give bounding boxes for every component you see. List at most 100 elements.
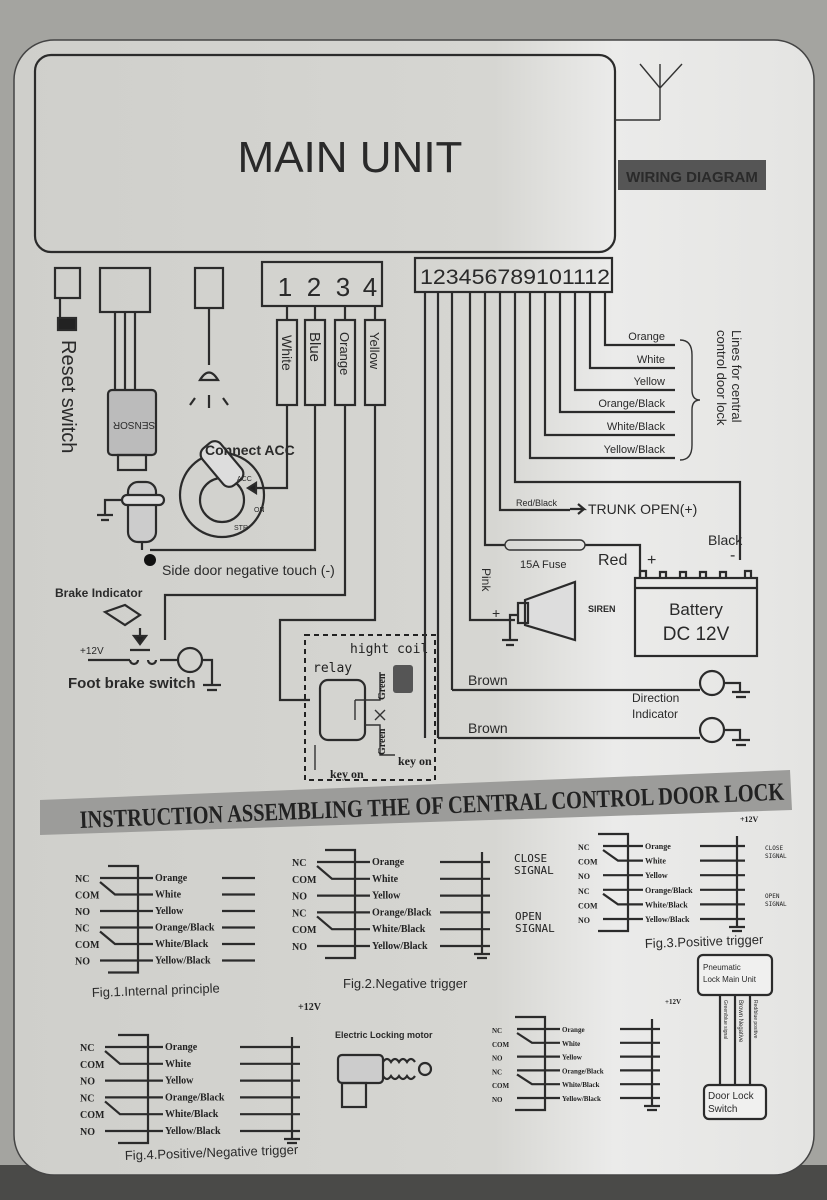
fig1-wire-label: Orange/Black bbox=[155, 923, 215, 934]
instruction-banner bbox=[40, 770, 792, 835]
fig5-contact-label: NC bbox=[492, 1068, 502, 1076]
direction-indicator-1: Direction bbox=[632, 691, 679, 705]
pin-2: 2 bbox=[307, 272, 321, 302]
fig3-wire-label: Yellow/Black bbox=[645, 915, 690, 924]
battery-icon bbox=[633, 569, 759, 658]
pn-wire-3: Red/blue positive bbox=[752, 1000, 758, 1039]
trunk-open-label: TRUNK OPEN(+) bbox=[588, 501, 697, 517]
trunk-wire-label: Red/Black bbox=[516, 498, 558, 508]
dome-light-icon bbox=[189, 266, 229, 408]
fig2-wire-label: Orange bbox=[372, 857, 405, 868]
fig5-contact-label: COM bbox=[492, 1082, 510, 1090]
brace-icon bbox=[679, 339, 701, 461]
red-wire-label: Red bbox=[598, 552, 627, 569]
fig1-contact-label: NC bbox=[75, 874, 89, 885]
lines-central-label-2: control door lock bbox=[714, 330, 729, 426]
antenna-icon bbox=[615, 63, 683, 121]
fig4-contact-label: COM bbox=[80, 1110, 105, 1121]
wire-label-white: White bbox=[279, 335, 295, 371]
key-on-label-1: key on bbox=[398, 754, 432, 768]
connector-4pin-wires bbox=[150, 306, 387, 702]
fig4-wire-label: White/Black bbox=[165, 1109, 219, 1120]
connector-12pin-numbers: 123456789101112 bbox=[420, 266, 610, 289]
door-lock-wire-white-black: White/Black bbox=[607, 421, 666, 433]
relay-box bbox=[304, 634, 436, 781]
connector-4pin: 1 2 3 4 bbox=[260, 260, 384, 308]
acc-label: ACC bbox=[237, 476, 252, 483]
fig2-wire-label: Yellow bbox=[372, 891, 401, 902]
siren-icon bbox=[502, 580, 577, 647]
wiring-diagram-banner bbox=[618, 160, 766, 190]
fig5-wire-label: Yellow/Black bbox=[562, 1095, 601, 1103]
fig5-contact-label: COM bbox=[492, 1041, 510, 1049]
black-wire-label: Black bbox=[708, 532, 743, 548]
fig3-contact-label: NC bbox=[578, 887, 590, 896]
fig2-wire-label: Yellow/Black bbox=[372, 941, 428, 952]
fig2-close-signal-1: CLOSE bbox=[514, 852, 547, 865]
fig3-close-signal-1: CLOSE bbox=[765, 845, 783, 852]
direction-indicator-2: Indicator bbox=[632, 707, 678, 721]
fig1-wire-label: Orange bbox=[155, 873, 188, 884]
door-lock-wire-yellow: Yellow bbox=[634, 376, 665, 388]
wiring-diagram-label: WIRING DIAGRAM bbox=[626, 169, 758, 186]
fig5-contact-label: NO bbox=[492, 1096, 503, 1104]
fig2-wire-label: White bbox=[372, 874, 399, 885]
connector-12pin bbox=[413, 256, 614, 294]
fig5-contact-label: NO bbox=[492, 1055, 503, 1063]
hight-coil-label: hight coil bbox=[350, 642, 428, 657]
connector-12pin-wires bbox=[423, 292, 742, 738]
fig4-contact-label: NO bbox=[80, 1077, 95, 1088]
fig2-open-signal-1: OPEN bbox=[515, 910, 542, 923]
fig2-contact-label: COM bbox=[292, 875, 317, 886]
fig3-contact-label: NO bbox=[578, 872, 590, 881]
fig5-contact-label: NC bbox=[492, 1027, 502, 1035]
fig1-contact-label: NO bbox=[75, 957, 90, 968]
pin-3: 3 bbox=[336, 272, 350, 302]
fig4-contact-label: COM bbox=[80, 1060, 105, 1071]
fig5-wire-label: White bbox=[562, 1040, 580, 1048]
brown-wire-1: Brown bbox=[468, 672, 508, 688]
door-lock-wire-orange: Orange bbox=[628, 331, 665, 343]
plus12v-label: +12V bbox=[80, 646, 104, 657]
foot-brake-switch-label: Foot brake switch bbox=[68, 675, 196, 692]
fig2-contact-label: NO bbox=[292, 892, 307, 903]
fig2-contact-label: NC bbox=[292, 908, 306, 919]
connect-acc-label: Connect ACC bbox=[205, 442, 295, 458]
wire-label-yellow: Yellow bbox=[367, 332, 382, 370]
fuse-icon bbox=[504, 539, 586, 551]
fig1-contact-label: NO bbox=[75, 907, 90, 918]
fig4-wire-label: Yellow bbox=[165, 1076, 194, 1087]
pink-wire-label: Pink bbox=[479, 568, 493, 592]
fig2-close-signal-2: SIGNAL bbox=[514, 864, 554, 877]
fig4-contact-label: NC bbox=[80, 1093, 94, 1104]
fig3-contact-label: NC bbox=[578, 843, 590, 852]
green-wire-2: Green bbox=[377, 728, 388, 755]
pneumatic-label-1: Pneumatic bbox=[703, 963, 741, 972]
fig5-wire-label: Orange bbox=[562, 1026, 585, 1034]
sensor-module bbox=[98, 266, 158, 472]
fig1-wire-label: Yellow/Black bbox=[155, 956, 211, 967]
fuse-label: 15A Fuse bbox=[520, 559, 566, 571]
fig1-wire-label: White bbox=[155, 890, 182, 901]
fig3-wire-label: Orange bbox=[645, 842, 671, 851]
fig2-open-signal-2: SIGNAL bbox=[515, 922, 555, 935]
pn-wire-2: Brown Negative bbox=[737, 1000, 743, 1043]
fig3-open-signal-1: OPEN bbox=[765, 893, 780, 900]
fig4-wire-label: Orange bbox=[165, 1042, 198, 1053]
junction-dot bbox=[144, 554, 156, 566]
battery-minus: - bbox=[730, 547, 735, 564]
fig3-close-signal-2: SIGNAL bbox=[765, 853, 787, 860]
fig4-wire-label: Orange/Black bbox=[165, 1092, 225, 1103]
fig4-plus12: +12V bbox=[298, 1002, 322, 1013]
door-lock-switch-2: Switch bbox=[708, 1104, 737, 1115]
fig5-wire-label: Yellow bbox=[562, 1054, 583, 1062]
trunk-arrow-icon bbox=[570, 503, 588, 515]
door-lock-wire-yellow-black: Yellow/Black bbox=[604, 444, 666, 456]
brake-pedal-icon bbox=[88, 603, 221, 692]
fig3-contact-label: COM bbox=[578, 858, 598, 867]
motor-label: Electric Locking motor bbox=[335, 1030, 433, 1040]
